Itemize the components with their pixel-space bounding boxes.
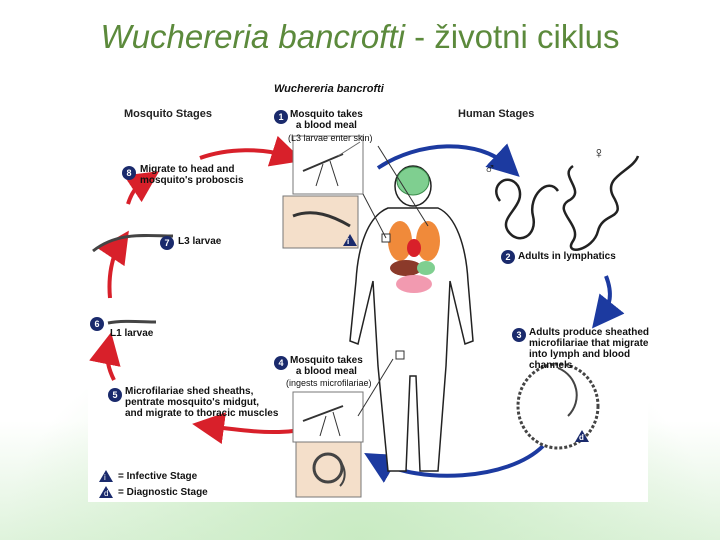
step-2-text: Adults in lymphatics [518, 251, 616, 262]
diagnostic-marker-letter: d [579, 433, 584, 442]
step-3-number: 3 [512, 328, 526, 342]
step-7-number: 7 [160, 236, 174, 250]
female-symbol: ♀ [593, 145, 605, 162]
adult-worms-figure [495, 155, 640, 251]
step-6-number: 6 [90, 317, 104, 331]
diagram-graphics [89, 135, 640, 498]
title-subtitle: - životni ciklus [404, 18, 620, 55]
arrow-6-to-7 [97, 230, 129, 299]
step-4-text: Mosquito takes a blood meal [290, 355, 363, 377]
diagnostic-marker [575, 430, 589, 442]
step-5-text: Microfilariae shed sheaths, pentrate mos… [125, 386, 279, 419]
step-2-number: 2 [501, 250, 515, 264]
l3-larva-figure [92, 233, 174, 253]
stomach [417, 261, 435, 275]
l3-larva-box [282, 195, 359, 249]
infective-marker-letter: i [347, 237, 350, 246]
heart [407, 239, 421, 257]
title-scientific-name: Wuchereria bancrofti [100, 18, 405, 55]
legend-infective-letter: i [104, 473, 106, 482]
infective-marker [343, 234, 357, 246]
sheathed-microfilaria-figure [516, 362, 600, 450]
step-4-note: (ingests microfilariae) [286, 378, 372, 388]
arrow-4-to-5 [192, 412, 294, 444]
mosquito-bottom-figure [292, 391, 364, 443]
legend-infective-text: = Infective Stage [118, 471, 198, 482]
diagram-header: Wuchereria bancrofti [274, 83, 384, 95]
step-4-number: 4 [274, 356, 288, 370]
step-6-text: L1 larvae [110, 328, 154, 339]
pointer-line-2 [377, 145, 429, 227]
legend-infective-icon [99, 470, 113, 482]
step-7-text: L3 larvae [178, 236, 222, 247]
step-8-number: 8 [122, 166, 136, 180]
life-cycle-diagram: Wuchereria bancrofti Mosquito Stages Hum… [88, 76, 650, 502]
mosquito-top-figure [292, 135, 364, 195]
step-5-number: 5 [108, 388, 122, 402]
lungs-left [388, 221, 412, 261]
step-8-text: Migrate to head and mosquito's proboscis [140, 164, 244, 186]
arrow-8-to-1 [199, 135, 304, 167]
l1-larva-figure [107, 319, 157, 325]
legend-diagnostic-letter: d [104, 489, 109, 498]
mosquito-stages-heading: Mosquito Stages [124, 108, 213, 120]
pointer-line-3 [357, 358, 394, 417]
legend-diagnostic-text: = Diagnostic Stage [118, 487, 208, 498]
slide-title: Wuchereria bancrofti - životni ciklus [0, 18, 720, 56]
arrow-1-to-2 [376, 143, 520, 177]
male-symbol: ♂ [484, 161, 496, 178]
human-stages-heading: Human Stages [458, 108, 535, 120]
arrow-2-to-3 [592, 275, 625, 329]
step-3-text: Adults produce sheathed microfilariae th… [529, 327, 650, 371]
liver [390, 260, 422, 276]
lungs-right [416, 221, 440, 261]
step-1-note: (L3 larvae enter skin) [288, 133, 373, 143]
pointer-line-1 [362, 193, 387, 239]
intestine [396, 275, 432, 293]
legend-diagnostic-icon [99, 486, 113, 498]
microfilaria-box [295, 441, 362, 498]
step-1-text: Mosquito takes a blood meal [290, 109, 363, 131]
step-1-number: 1 [274, 110, 288, 124]
arrow-5-to-6 [89, 332, 121, 381]
human-body-figure [349, 165, 474, 472]
lymph-node-marker-bottom [395, 350, 405, 360]
arrow-7-to-8 [123, 171, 160, 205]
brain [396, 166, 430, 196]
